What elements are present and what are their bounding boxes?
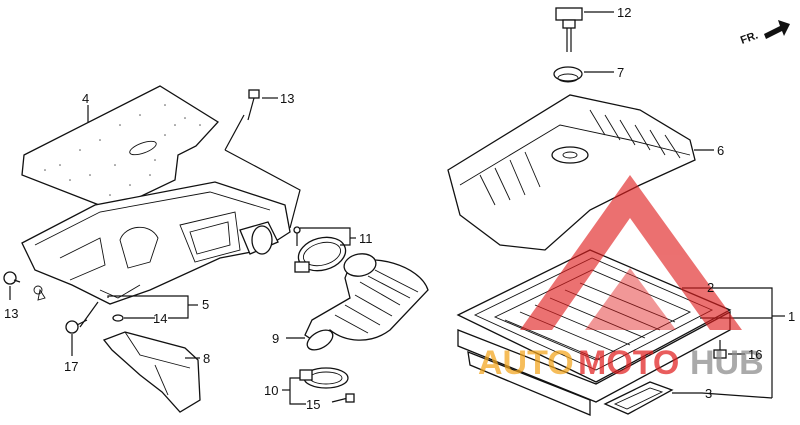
callout-1: 1 [788,309,795,324]
watermark-text-moto: MOTO [578,344,679,382]
callout-9: 9 [272,331,279,346]
watermark-logo-icon [520,175,742,330]
leader-13-upper-c [224,149,301,229]
part-11-screw [293,226,301,246]
part-3-gasket [603,381,674,415]
callout-11: 11 [359,231,373,246]
callout-13-left: 13 [4,306,18,321]
part-5-lower-housing [21,181,291,305]
callout-8: 8 [203,351,210,366]
part-8-duct [102,331,201,413]
callout-3: 3 [705,386,712,401]
leader-13-upper-b [224,114,245,151]
callout-5: 5 [202,297,209,312]
part-12-stud [555,7,583,52]
part-13-bolt-lower [3,271,21,285]
front-direction-label: FR. [739,29,760,46]
part-6-cover [447,94,696,251]
part-13-bolt-upper [247,89,260,121]
part-17-bolt [65,319,88,334]
part-11-clamp [294,236,347,273]
watermark-text-hub: HUB [690,344,764,382]
callout-15: 15 [306,397,320,412]
callout-14: 14 [153,311,167,326]
callout-13-top: 13 [280,91,294,106]
part-10-clamp [299,367,349,389]
front-arrow-icon [764,20,790,39]
callout-16: 16 [748,347,762,362]
part-1-base [457,310,731,416]
callout-10: 10 [264,383,278,398]
callout-17: 17 [64,359,78,374]
part-9-intake-hose [304,253,429,351]
leader-5 [107,295,189,319]
callout-2: 2 [707,280,714,295]
front-direction-indicator: FR. [739,20,790,47]
leader-2 [682,287,773,398]
leader-11 [300,227,351,246]
leader-17-b [79,301,99,328]
part-15-screw [331,393,355,403]
watermark-text-auto: AUTO [478,344,574,382]
callout-12: 12 [617,5,631,20]
part-7-grommet [553,66,583,83]
callout-4: 4 [82,91,89,106]
watermark: AUTO MOTO HUB [478,175,764,382]
leader-10 [289,377,306,405]
callout-6: 6 [717,143,724,158]
part-16-bolt [713,340,727,359]
callout-7: 7 [617,65,624,80]
part-14-grommet [112,314,124,322]
leader-3 [672,392,773,399]
part-4-pad [21,85,220,211]
